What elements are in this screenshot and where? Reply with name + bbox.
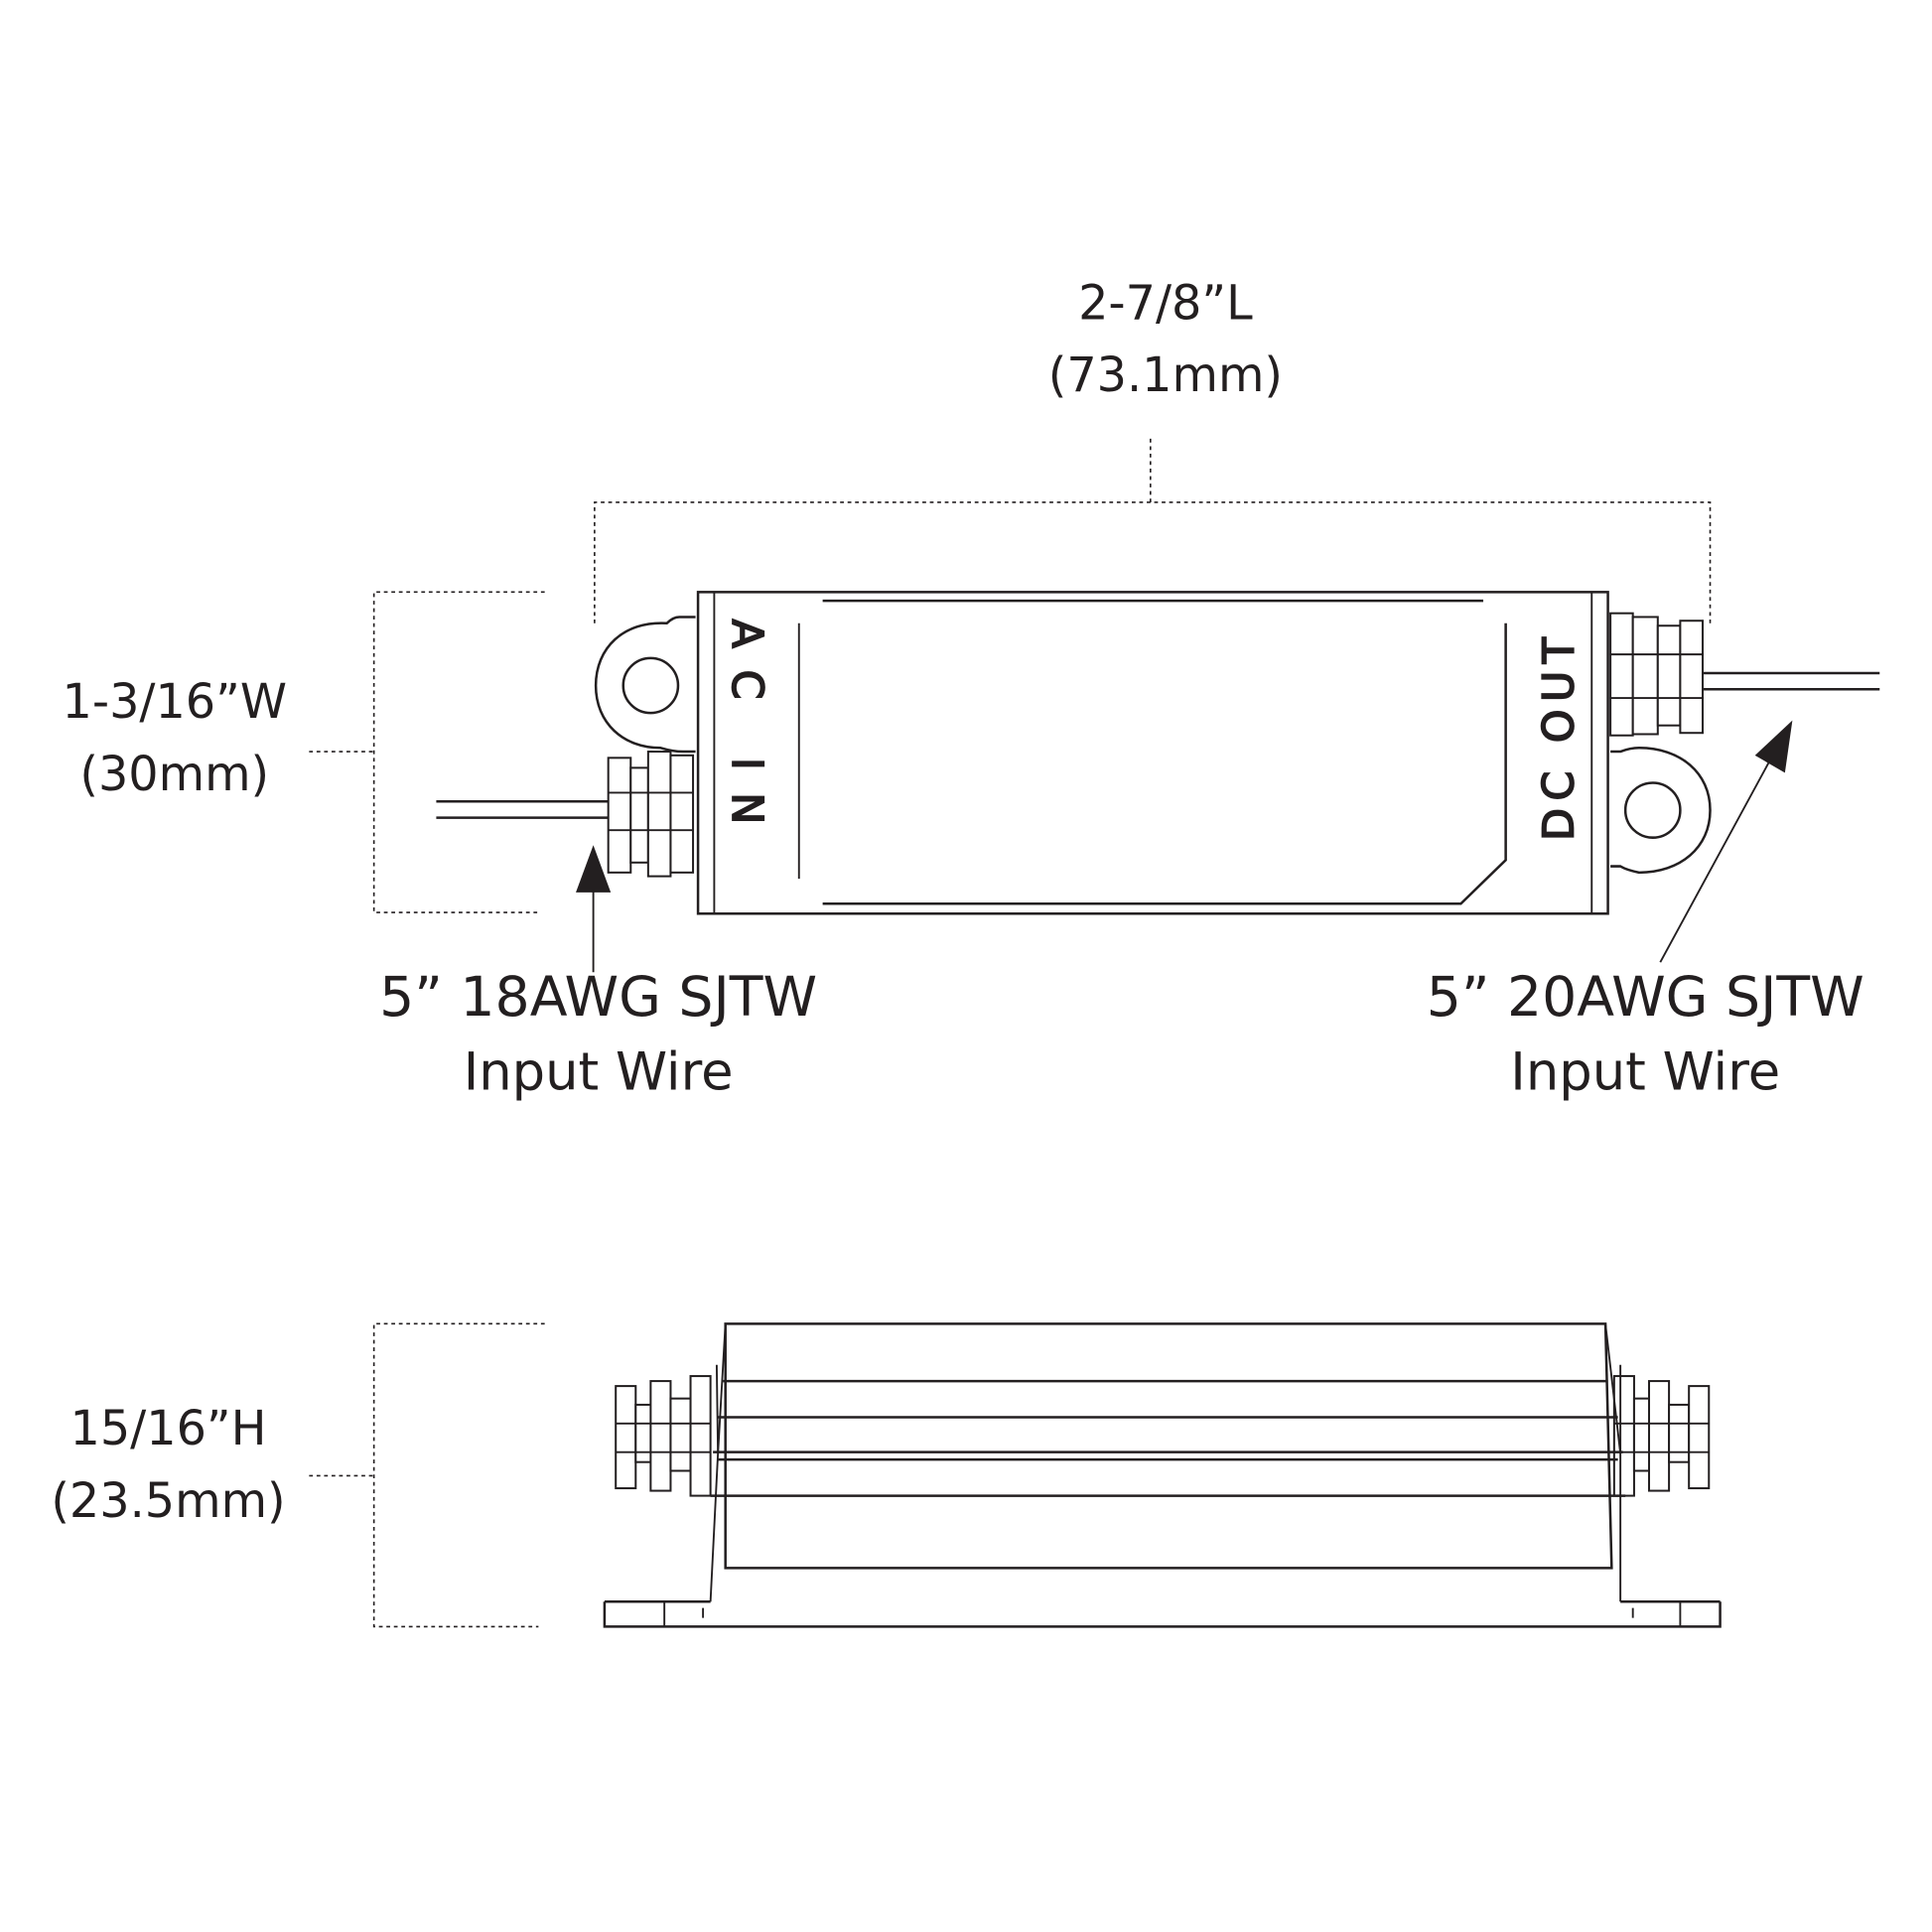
mounting-tab-right <box>1610 747 1712 875</box>
length-inches: 2-7/8”L <box>1078 276 1253 331</box>
width-inches: 1-3/16”W <box>63 675 288 730</box>
ac-in-label: AC IN <box>722 620 771 847</box>
top-view: AC IN DC OUT <box>436 591 1880 915</box>
left-wire-type: Input Wire <box>464 1041 734 1102</box>
gland-left <box>607 751 695 878</box>
side-gland-left <box>615 1375 712 1497</box>
driver-body-top <box>696 591 1609 915</box>
side-view <box>603 1322 1722 1628</box>
mounting-hole-right <box>1623 781 1682 839</box>
right-wire-type: Input Wire <box>1510 1041 1780 1102</box>
arrow-right-wire <box>1659 720 1793 963</box>
height-dimension-line <box>309 1322 545 1628</box>
mounting-tab-left <box>594 616 696 754</box>
right-wire-spec: 5” 20AWG SJTW <box>1427 966 1864 1030</box>
height-mm: (23.5mm) <box>51 1474 285 1529</box>
base-flange <box>603 1600 1722 1628</box>
height-inches: 15/16”H <box>69 1402 266 1456</box>
arrow-left-wire <box>576 845 612 973</box>
mounting-hole-left <box>621 656 680 715</box>
length-dimension-line <box>594 438 1712 623</box>
side-gland-right <box>1612 1375 1711 1497</box>
gland-right <box>1609 612 1704 737</box>
left-wire-spec: 5” 18AWG SJTW <box>379 966 817 1030</box>
width-mm: (30mm) <box>79 748 269 802</box>
width-dimension-line <box>309 591 545 913</box>
length-mm: (73.1mm) <box>1048 348 1283 403</box>
dc-out-label: DC OUT <box>1534 630 1584 841</box>
driver-body-side <box>724 1322 1613 1570</box>
